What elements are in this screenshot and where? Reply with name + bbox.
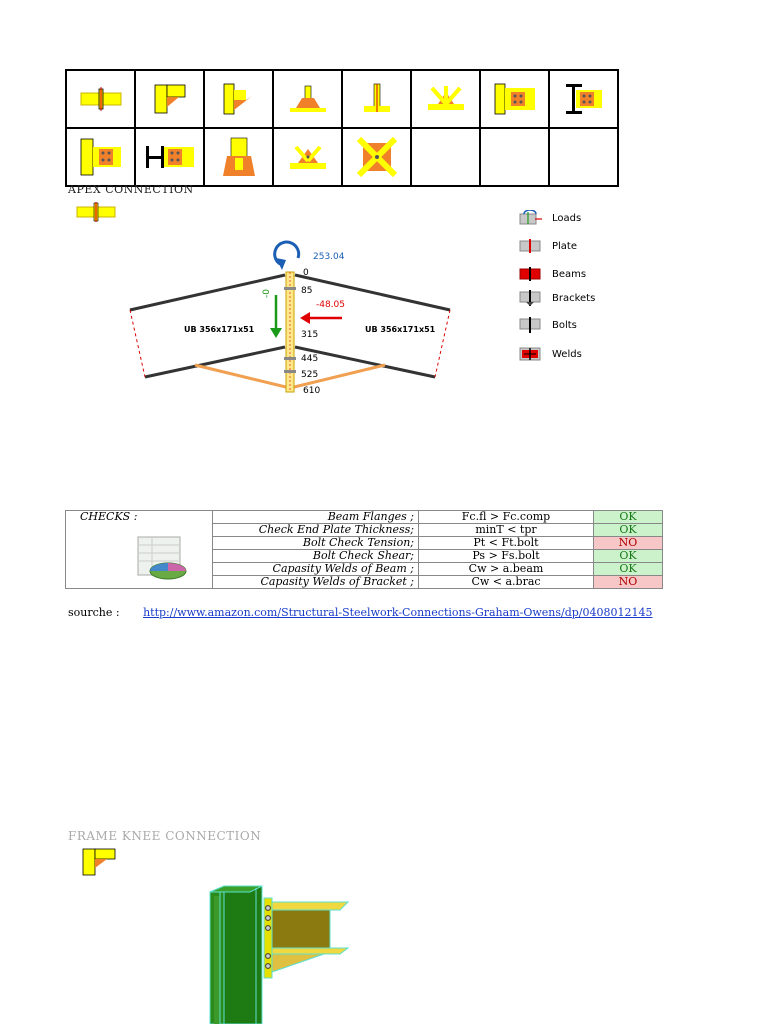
haunch-icon[interactable] (203, 69, 274, 129)
apex-diagram (129, 240, 451, 393)
dim-label: 85 (301, 286, 313, 296)
base-plate-icon[interactable] (272, 69, 343, 129)
beam-column-flange-icon[interactable] (479, 69, 550, 129)
gusset-icon[interactable] (272, 127, 343, 187)
legend-label: Brackets (552, 292, 596, 304)
bracing-icon[interactable] (410, 69, 481, 129)
frame-knee-icon (82, 848, 116, 880)
check-label: Beam Flanges ; (212, 510, 419, 524)
dim-label: 445 (301, 354, 319, 364)
check-condition: Fc.fl > Fc.comp (418, 510, 594, 524)
checks-table: CHECKS : Beam Flanges ; Fc.fl > Fc.comp … (65, 510, 663, 589)
check-result: OK (593, 562, 663, 576)
check-label: Check End Plate Thickness; (212, 523, 419, 537)
check-result: NO (593, 536, 663, 550)
check-condition: Cw < a.brac (418, 575, 594, 589)
check-condition: Ps > Fs.bolt (418, 549, 594, 563)
moment-value: 253.04 (313, 252, 345, 262)
column-splice-icon[interactable] (341, 69, 412, 129)
connection-type-grid (65, 69, 619, 187)
apex-icon[interactable] (65, 69, 136, 129)
column-base-icon[interactable] (203, 127, 274, 187)
legend-label: Bolts (552, 319, 577, 331)
frame-knee-icon[interactable] (134, 69, 205, 129)
welds-icon (519, 347, 541, 361)
empty-cell (548, 127, 619, 187)
beams-icon (519, 267, 541, 281)
table-row: Capasity Welds of Bracket ; Cw < a.brac … (66, 575, 663, 589)
dim-label: 525 (301, 370, 319, 380)
empty-cell (479, 127, 550, 187)
check-label: Capasity Welds of Beam ; (212, 562, 419, 576)
check-result: OK (593, 510, 663, 524)
axial-value: -0 (262, 289, 272, 298)
left-beam-label: UB 356x171x51 (184, 325, 255, 334)
legend-brackets[interactable]: Brackets (518, 288, 595, 308)
bolts-icon (519, 317, 541, 333)
apex-icon (76, 202, 116, 226)
source-line: sourche : http://www.amazon.com/Structur… (68, 606, 653, 619)
shear-value: -48.05 (316, 300, 346, 310)
legend-beams[interactable]: Beams (518, 264, 586, 284)
checks-header: CHECKS : (80, 510, 138, 523)
legend-label: Welds (552, 348, 582, 360)
right-beam-label: UB 356x171x51 (365, 325, 436, 334)
source-label: sourche : (68, 606, 120, 619)
frame-knee-3d-model (209, 885, 350, 1024)
plate-icon (519, 239, 541, 253)
frame-knee-title: FRAME KNEE CONNECTION (68, 829, 262, 843)
beam-column-web-icon[interactable] (548, 69, 619, 129)
web-cleat-icon[interactable] (134, 127, 205, 187)
dim-label: 0 (303, 268, 309, 278)
legend-label: Plate (552, 240, 578, 252)
brackets-icon (519, 290, 541, 306)
checks-header-cell: CHECKS : (65, 510, 213, 589)
check-result: OK (593, 523, 663, 537)
table-row: Check End Plate Thickness; minT < tpr OK (66, 523, 663, 537)
check-label: Bolt Check Shear; (212, 549, 419, 563)
cross-bracing-icon[interactable] (341, 127, 412, 187)
loads-icon (519, 210, 542, 225)
dim-label: 315 (301, 330, 319, 340)
check-result: NO (593, 575, 663, 589)
legend-welds[interactable]: Welds (518, 344, 582, 364)
spreadsheet-icon (137, 536, 187, 580)
legend-label: Beams (552, 268, 587, 280)
check-condition: Cw > a.beam (418, 562, 594, 576)
legend-bolts[interactable]: Bolts (518, 315, 577, 335)
source-link[interactable]: http://www.amazon.com/Structural-Steelwo… (143, 606, 653, 619)
table-row: Bolt Check Tension; Pt < Ft.bolt NO (66, 536, 663, 550)
check-result: OK (593, 549, 663, 563)
empty-cell (410, 127, 481, 187)
check-condition: minT < tpr (418, 523, 594, 537)
table-row: CHECKS : Beam Flanges ; Fc.fl > Fc.comp … (65, 510, 663, 589)
legend-plate[interactable]: Plate (518, 236, 577, 256)
dim-label: 610 (303, 386, 321, 396)
check-label: Capasity Welds of Bracket ; (212, 575, 419, 589)
apex-connection-title: APEX CONNECTION (68, 183, 194, 196)
legend-loads[interactable]: Loads (518, 208, 581, 228)
check-label: Bolt Check Tension; (212, 536, 419, 550)
table-row: Bolt Check Shear; Ps > Fs.bolt OK (66, 549, 663, 563)
legend-label: Loads (552, 212, 582, 224)
check-condition: Pt < Ft.bolt (418, 536, 594, 550)
end-plate-icon[interactable] (65, 127, 136, 187)
